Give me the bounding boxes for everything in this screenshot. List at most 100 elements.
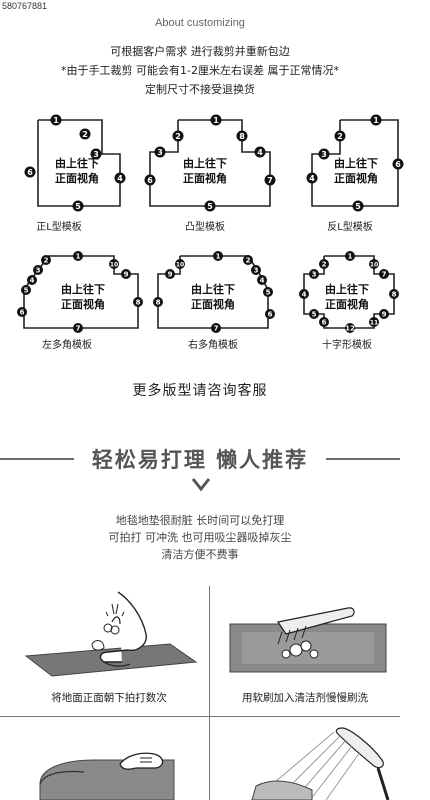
marker-label: 6 — [27, 168, 33, 177]
marker-label: 1 — [76, 253, 81, 261]
marker-label: 11 — [370, 320, 378, 327]
view-text: 由上往下 正面视角 — [18, 282, 148, 312]
marker-label: 4 — [117, 174, 123, 183]
step-caption-brush: 用软刷加入清洁剂慢慢刷洗 — [242, 692, 368, 704]
note-line: *由于手工裁剪 可能会有1-2厘米左右误差 属于正常情况* — [61, 64, 339, 77]
view-text-line: 由上往下 — [191, 283, 235, 296]
care-section-title: 轻松易打理 懒人推荐 — [91, 448, 309, 472]
desc-line: 可拍打 可冲洗 也可用吸尘器吸掉灰尘 — [108, 531, 292, 544]
rinsing-mat-illustration — [251, 727, 390, 800]
about-customizing-heading: About customizing — [155, 17, 245, 29]
view-text: 由上往下 正面视角 — [12, 156, 142, 186]
desc-line: 清洁方便不费事 — [161, 548, 239, 561]
right-polygon-outline: 1 2 3 4 5 6 7 8 9 10 — [153, 251, 275, 333]
left-polygon-outline: 1 2 3 4 5 6 7 8 9 10 — [17, 251, 143, 333]
view-text-line: 正面视角 — [325, 298, 369, 311]
marker-label: 4 — [30, 277, 35, 285]
marker-label: 3 — [93, 150, 99, 159]
divider-left — [0, 458, 74, 460]
marker-5 — [72, 200, 84, 212]
marker-label: 3 — [254, 267, 259, 275]
template-label: 十字形模板 — [322, 340, 372, 351]
marker-label: 5 — [266, 289, 271, 297]
l-shape-outline: 1 2 3 4 5 6 — [24, 114, 126, 212]
convex-outline: 1 2 3 6 5 7 4 8 — [144, 114, 276, 212]
marker-label: 1 — [216, 253, 221, 261]
folding-mat-illustration — [39, 752, 175, 800]
reverse-l-outline: 1 2 3 4 5 6 — [306, 114, 404, 212]
marker-label: 7 — [382, 271, 387, 279]
marker-label: 8 — [136, 299, 141, 307]
template-label: 正L型模板 — [36, 222, 82, 233]
marker-label: 1 — [348, 253, 353, 261]
marker-label: 9 — [124, 271, 129, 279]
template-label: 右多角模板 — [188, 340, 238, 351]
marker-label: 6 — [20, 309, 25, 317]
marker-label: 2 — [175, 132, 181, 141]
marker-6 — [24, 166, 36, 178]
view-text-line: 由上往下 — [61, 283, 105, 296]
view-text-line: 正面视角 — [191, 298, 235, 311]
marker-2 — [79, 128, 91, 140]
marker-4 — [114, 172, 126, 184]
marker-label: 5 — [24, 287, 29, 295]
marker-label: 1 — [373, 116, 379, 125]
view-text: 由上往下 正面视角 — [148, 282, 278, 312]
marker-label: 2 — [44, 257, 49, 265]
note-line: 可根据客户需求 进行裁剪并重新包边 — [110, 45, 290, 58]
marker-label: 7 — [267, 176, 273, 185]
view-text-line: 正面视角 — [61, 298, 105, 311]
view-text: 由上往下 正面视角 — [140, 156, 270, 186]
marker-label: 9 — [382, 311, 387, 319]
custom-notes: 可根据客户需求 进行裁剪并重新包边 *由于手工裁剪 可能会有1-2厘米左右误差 … — [0, 42, 400, 99]
marker-label: 9 — [168, 271, 173, 279]
marker-label: 10 — [110, 262, 118, 269]
view-text-line: 正面视角 — [334, 172, 378, 185]
grid-divider-horizontal — [0, 716, 400, 717]
care-description: 地毯地垫很耐脏 长时间可以免打理 可拍打 可冲洗 也可用吸尘器吸掉灰尘 清洁方便… — [0, 512, 400, 563]
marker-label: 7 — [76, 325, 81, 333]
marker-label: 10 — [176, 262, 184, 269]
grid-divider-vertical — [209, 586, 210, 800]
view-text-line: 正面视角 — [183, 172, 227, 185]
note-line: 定制尺寸不接受退换货 — [145, 83, 255, 96]
marker-label: 2 — [322, 261, 327, 269]
view-text-line: 由上往下 — [183, 157, 227, 170]
divider-right — [326, 458, 400, 460]
marker-label: 2 — [337, 132, 343, 141]
template-convex: 1 2 3 6 5 7 4 8 由上往下 正面视角 凸型模板 — [140, 112, 276, 233]
marker-label: 4 — [260, 277, 265, 285]
view-text: 由上往下 正面视角 — [294, 282, 400, 312]
more-shapes-text: 更多版型请咨询客服 — [132, 383, 268, 399]
marker-label: 5 — [312, 311, 317, 319]
marker-label: 3 — [36, 267, 41, 275]
marker-label: 4 — [302, 291, 307, 299]
template-label: 左多角模板 — [42, 340, 92, 351]
template-label: 反L型模板 — [327, 222, 373, 233]
marker-label: 3 — [312, 271, 317, 279]
marker-label: 8 — [392, 291, 397, 299]
chevron-down-icon — [191, 478, 211, 492]
template-right-polygon: 1 2 3 4 5 6 7 8 9 10 由上往下 正面视角 右多角模板 — [148, 250, 278, 370]
template-l-shape: 1 2 3 4 5 6 由上往下 正面视角 正L型模板 — [18, 112, 148, 233]
marker-label: 5 — [355, 202, 361, 211]
marker-1 — [50, 114, 62, 126]
view-text-line: 正面视角 — [55, 172, 99, 185]
marker-label: 1 — [53, 116, 59, 125]
marker-3 — [90, 148, 102, 160]
marker-label: 6 — [322, 319, 327, 327]
marker-label: 8 — [156, 299, 161, 307]
marker-label: 6 — [147, 176, 153, 185]
cross-outline: 1 2 3 4 5 6 12 11 9 8 7 10 — [299, 251, 399, 333]
view-text: 由上往下 正面视角 — [306, 156, 406, 186]
marker-label: 2 — [82, 130, 88, 139]
brushing-mat-illustration — [229, 607, 387, 673]
marker-label: 5 — [75, 202, 81, 211]
marker-label: 7 — [214, 325, 219, 333]
marker-label: 6 — [268, 311, 273, 319]
marker-label: 5 — [207, 202, 213, 211]
view-text-line: 由上往下 — [325, 283, 369, 296]
marker-label: 4 — [257, 148, 263, 157]
template-reverse-l: 1 2 3 4 5 6 由上往下 正面视角 反L型模板 — [300, 112, 430, 233]
template-left-polygon: 1 2 3 4 5 6 7 8 9 10 由上往下 正面视角 左多角模板 — [14, 250, 144, 370]
